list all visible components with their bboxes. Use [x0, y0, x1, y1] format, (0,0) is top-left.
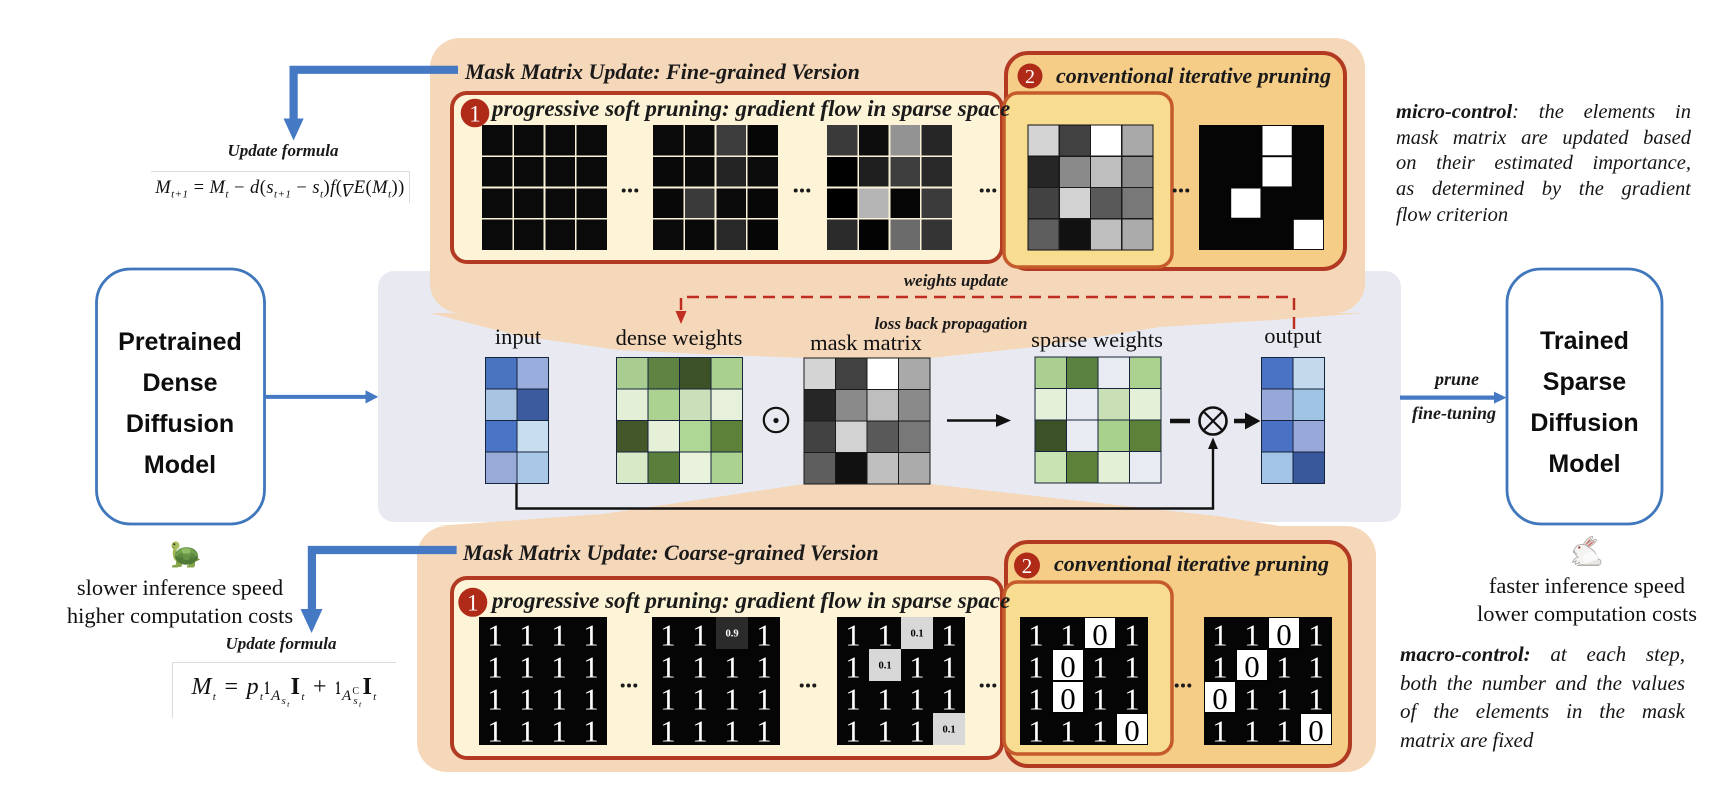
svg-text:1: 1 [1244, 682, 1260, 717]
svg-text:1: 1 [551, 650, 567, 685]
svg-text:1: 1 [551, 618, 567, 653]
svg-text:1: 1 [845, 682, 861, 717]
svg-text:1: 1 [1276, 682, 1292, 717]
svg-text:2: 2 [1025, 66, 1035, 88]
svg-text:0.1: 0.1 [910, 629, 923, 640]
svg-text:0: 0 [1092, 617, 1108, 652]
svg-text:1: 1 [692, 618, 708, 653]
svg-text:1: 1 [1060, 714, 1076, 749]
svg-text:0: 0 [1212, 681, 1228, 716]
svg-text:1: 1 [1028, 714, 1044, 749]
svg-text:1: 1 [724, 650, 740, 685]
svg-text:0: 0 [1060, 649, 1076, 684]
svg-text:1: 1 [1308, 650, 1324, 685]
svg-text:1: 1 [1276, 714, 1292, 749]
svg-text:1: 1 [692, 714, 708, 749]
svg-text:1: 1 [692, 650, 708, 685]
svg-text:1: 1 [909, 714, 925, 749]
svg-text:1: 1 [487, 682, 503, 717]
svg-text:1: 1 [724, 682, 740, 717]
svg-text:0: 0 [1060, 681, 1076, 716]
svg-text:1: 1 [692, 682, 708, 717]
svg-text:1: 1 [519, 618, 535, 653]
svg-text:1: 1 [1092, 682, 1108, 717]
svg-text:1: 1 [877, 682, 893, 717]
svg-text:1: 1 [519, 650, 535, 685]
svg-text:1: 1 [845, 714, 861, 749]
svg-text:1: 1 [1028, 682, 1044, 717]
svg-text:0: 0 [1124, 713, 1140, 748]
svg-text:0: 0 [1244, 649, 1260, 684]
svg-text:1: 1 [583, 682, 599, 717]
svg-text:1: 1 [845, 650, 861, 685]
svg-text:1: 1 [487, 714, 503, 749]
svg-text:1: 1 [941, 650, 957, 685]
svg-text:1: 1 [583, 650, 599, 685]
svg-text:1: 1 [1308, 682, 1324, 717]
svg-text:1: 1 [660, 714, 676, 749]
svg-text:1: 1 [941, 618, 957, 653]
svg-text:1: 1 [1092, 714, 1108, 749]
svg-text:0: 0 [1276, 617, 1292, 652]
svg-text:1: 1 [487, 618, 503, 653]
svg-text:1: 1 [756, 682, 772, 717]
svg-text:1: 1 [660, 650, 676, 685]
svg-text:1: 1 [909, 650, 925, 685]
svg-text:0.1: 0.1 [942, 725, 955, 736]
svg-text:1: 1 [660, 682, 676, 717]
svg-text:1: 1 [845, 618, 861, 653]
svg-text:1: 1 [1308, 618, 1324, 653]
svg-text:1: 1 [660, 618, 676, 653]
svg-text:1: 1 [551, 682, 567, 717]
svg-text:1: 1 [467, 591, 479, 616]
svg-text:2: 2 [1022, 554, 1033, 578]
svg-text:0.1: 0.1 [878, 661, 891, 672]
svg-text:1: 1 [877, 618, 893, 653]
svg-text:1: 1 [1212, 618, 1228, 653]
svg-text:1: 1 [551, 714, 567, 749]
svg-text:1: 1 [583, 618, 599, 653]
svg-text:1: 1 [1028, 618, 1044, 653]
svg-text:1: 1 [487, 650, 503, 685]
svg-text:0: 0 [1308, 713, 1324, 748]
svg-text:1: 1 [1028, 650, 1044, 685]
svg-text:1: 1 [1212, 714, 1228, 749]
svg-text:1: 1 [1060, 618, 1076, 653]
svg-text:1: 1 [1244, 618, 1260, 653]
svg-text:1: 1 [909, 682, 925, 717]
svg-text:1: 1 [1244, 714, 1260, 749]
svg-text:1: 1 [756, 618, 772, 653]
svg-text:0.9: 0.9 [725, 629, 738, 640]
svg-text:1: 1 [469, 101, 481, 126]
svg-text:1: 1 [724, 714, 740, 749]
svg-text:1: 1 [519, 682, 535, 717]
svg-text:1: 1 [1124, 618, 1140, 653]
svg-text:1: 1 [877, 714, 893, 749]
svg-text:1: 1 [1212, 650, 1228, 685]
svg-text:1: 1 [1276, 650, 1292, 685]
svg-text:1: 1 [1124, 650, 1140, 685]
svg-text:1: 1 [1092, 650, 1108, 685]
svg-text:1: 1 [756, 650, 772, 685]
svg-text:1: 1 [583, 714, 599, 749]
svg-text:1: 1 [1124, 682, 1140, 717]
svg-text:1: 1 [941, 682, 957, 717]
svg-text:1: 1 [519, 714, 535, 749]
svg-text:1: 1 [756, 714, 772, 749]
